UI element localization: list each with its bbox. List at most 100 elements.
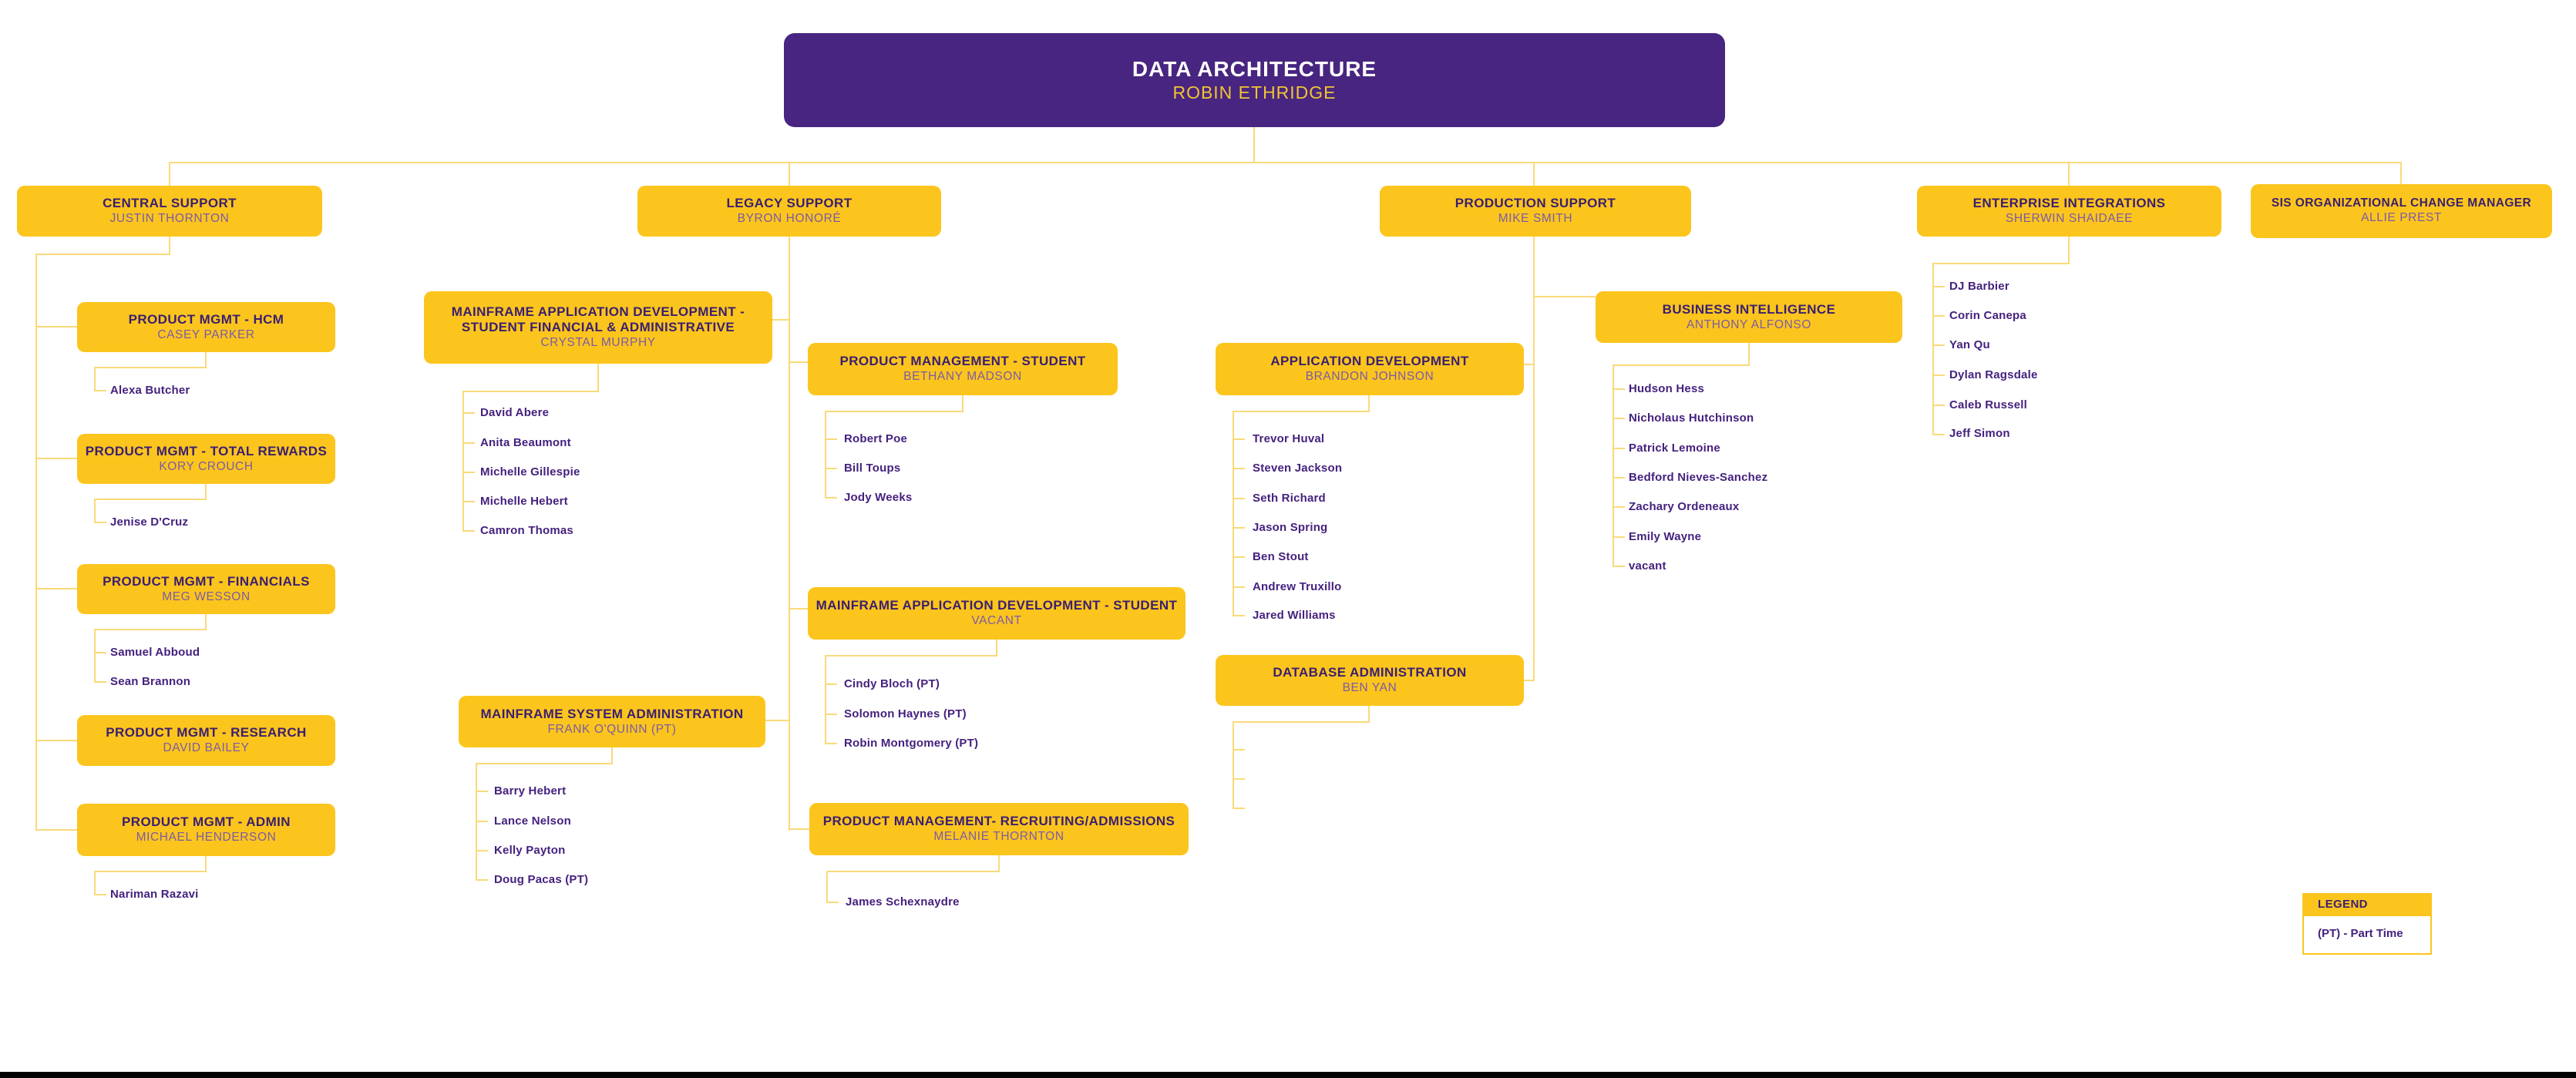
- member-item: Jody Weeks: [844, 491, 913, 504]
- member-item: Nariman Razavi: [110, 888, 199, 901]
- member-item: Jason Spring: [1253, 521, 1328, 534]
- connector: [998, 855, 1000, 872]
- connector: [462, 472, 475, 473]
- node-title: LEGACY SUPPORT: [726, 196, 853, 211]
- member-item: Dylan Ragsdale: [1949, 368, 2038, 381]
- member-item: Michelle Hebert: [480, 495, 568, 508]
- member-item: Bedford Nieves-Sanchez: [1629, 471, 1768, 484]
- connector: [1748, 343, 1750, 366]
- connector: [205, 856, 207, 872]
- connector: [1932, 405, 1945, 406]
- connector: [35, 740, 77, 741]
- connector: [1233, 468, 1245, 469]
- connector: [1932, 286, 1945, 287]
- node-business-intelligence: BUSINESS INTELLIGENCE ANTHONY ALFONSO: [1596, 291, 1902, 343]
- member-item: Trevor Huval: [1253, 432, 1325, 445]
- connector: [1233, 498, 1245, 499]
- connector: [94, 522, 106, 523]
- node-person: MICHAEL HENDERSON: [136, 831, 277, 845]
- node-person: MIKE SMITH: [1498, 212, 1573, 226]
- node-product-mgmt-research: PRODUCT MGMT - RESEARCH DAVID BAILEY: [77, 715, 335, 766]
- node-person: ALLIE PREST: [2361, 211, 2442, 225]
- connector: [94, 629, 207, 630]
- node-product-mgmt-hcm: PRODUCT MGMT - HCM CASEY PARKER: [77, 302, 335, 352]
- node-title: CENTRAL SUPPORT: [103, 196, 237, 211]
- connector: [462, 391, 464, 532]
- connector: [825, 743, 837, 744]
- connector: [476, 821, 488, 822]
- node-mainframe-system-administration: MAINFRAME SYSTEM ADMINISTRATION FRANK O'…: [459, 696, 765, 747]
- connector: [476, 791, 488, 792]
- node-title: PRODUCT MANAGEMENT - STUDENT: [839, 354, 1086, 369]
- node-central-support: CENTRAL SUPPORT JUSTIN THORNTON: [17, 186, 322, 237]
- node-person: ROBIN ETHRIDGE: [1172, 82, 1337, 103]
- member-item: Steven Jackson: [1253, 462, 1343, 475]
- connector: [476, 763, 613, 764]
- connector: [1613, 418, 1625, 419]
- bottom-bar: [0, 1072, 2576, 1078]
- connector: [94, 652, 106, 653]
- connector: [1233, 721, 1234, 809]
- connector: [476, 850, 488, 851]
- member-item: Samuel Abboud: [110, 646, 200, 659]
- connector: [35, 254, 170, 255]
- connector: [962, 395, 963, 412]
- connector: [825, 714, 837, 715]
- connector: [205, 352, 207, 368]
- connector: [476, 879, 488, 881]
- connector: [826, 871, 828, 903]
- member-item: Sean Brannon: [110, 675, 191, 688]
- connector: [1613, 364, 1614, 567]
- connector: [1613, 536, 1625, 538]
- member-item: Jenise D'Cruz: [110, 515, 189, 529]
- member-item: James Schexnaydre: [846, 895, 960, 908]
- connector: [2068, 237, 2070, 264]
- connector: [1613, 566, 1625, 567]
- connector: [996, 640, 997, 657]
- member-item: Hudson Hess: [1629, 382, 1705, 395]
- member-item: Patrick Lemoine: [1629, 442, 1720, 455]
- connector: [1533, 237, 1535, 681]
- node-person: KORY CROUCH: [159, 459, 254, 473]
- connector: [1233, 438, 1245, 440]
- member-item: Bill Toups: [844, 462, 901, 475]
- connector: [1932, 263, 2070, 264]
- node-legacy-support: LEGACY SUPPORT BYRON HONORÉ: [637, 186, 941, 237]
- member-item: vacant: [1629, 559, 1666, 573]
- node-person: BYRON HONORÉ: [737, 212, 842, 226]
- connector: [169, 237, 170, 254]
- member-item: Robin Montgomery (PT): [844, 737, 979, 750]
- node-person: DAVID BAILEY: [163, 741, 250, 755]
- connector: [1233, 615, 1245, 616]
- node-production-support: PRODUCTION SUPPORT MIKE SMITH: [1380, 186, 1691, 237]
- connector: [205, 484, 207, 500]
- connector: [825, 655, 997, 657]
- node-person: FRANK O'QUINN (PT): [547, 722, 677, 736]
- member-item: Anita Beaumont: [480, 436, 571, 449]
- connector: [462, 501, 475, 502]
- connector: [35, 254, 37, 831]
- connector: [789, 162, 790, 186]
- member-item: Michelle Gillespie: [480, 465, 580, 479]
- connector: [1233, 721, 1370, 723]
- member-item: DJ Barbier: [1949, 280, 2009, 293]
- member-item: Solomon Haynes (PT): [844, 707, 967, 720]
- node-mainframe-app-dev-student: MAINFRAME APPLICATION DEVELOPMENT - STUD…: [808, 587, 1185, 640]
- member-item: Lance Nelson: [494, 814, 571, 828]
- connector: [94, 871, 96, 895]
- node-title: PRODUCT MGMT - ADMIN: [122, 814, 291, 830]
- connector: [826, 902, 839, 903]
- connector: [825, 683, 837, 685]
- connector: [35, 458, 77, 459]
- connector: [789, 237, 790, 831]
- connector: [765, 720, 789, 721]
- connector: [1613, 506, 1625, 508]
- member-item: Doug Pacas (PT): [494, 873, 589, 886]
- connector: [1932, 434, 1945, 435]
- node-person: VACANT: [971, 614, 1022, 628]
- member-item: Emily Wayne: [1629, 530, 1702, 543]
- connector: [94, 681, 106, 683]
- connector: [1233, 411, 1370, 412]
- node-title: PRODUCT MGMT - RESEARCH: [106, 725, 307, 740]
- connector: [1233, 411, 1234, 616]
